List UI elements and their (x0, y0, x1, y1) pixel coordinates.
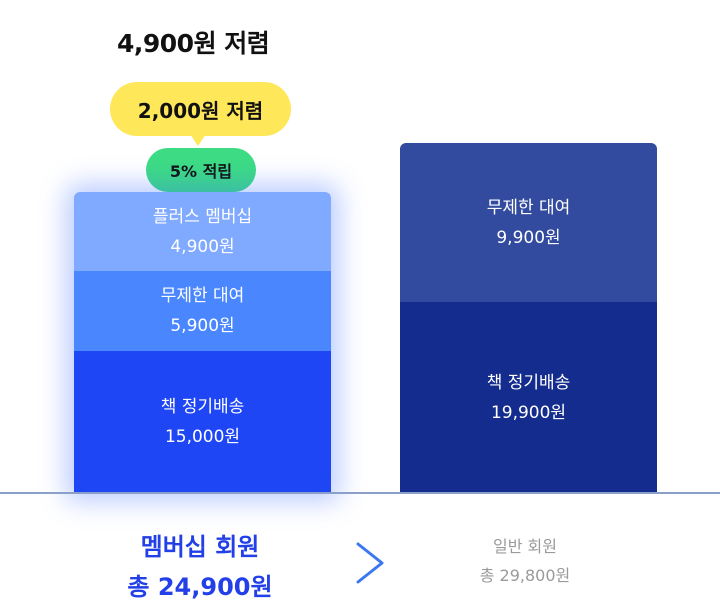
total-savings-label: 4,900원 저렴 (117, 29, 270, 58)
regular-unlimited-rental-name: 무제한 대여 (486, 197, 571, 218)
points-bubble: 5% 적립 (146, 148, 256, 192)
regular-unlimited-rental-value: 9,900원 (496, 227, 561, 248)
regular-total-label: 일반 회원 총 29,800원 (425, 532, 625, 590)
regular-book-delivery-value: 19,900원 (490, 402, 567, 423)
member-bar-segment-plus-membership: 플러스 멤버십 4,900원 (74, 192, 331, 271)
regular-total-value: 총 29,800원 (479, 566, 571, 585)
discount-bubble-text: 2,000원 저렴 (137, 98, 264, 123)
member-category-name: 멤버십 회원 (140, 533, 260, 561)
chevron-right-icon (352, 540, 388, 590)
member-bar-segment-unlimited-rental: 무제한 대여 5,900원 (74, 271, 331, 351)
chart-baseline (0, 492, 720, 494)
member-plus-membership-value: 4,900원 (170, 236, 235, 257)
regular-bar-stack: 무제한 대여 9,900원 책 정기배송 19,900원 (400, 143, 657, 493)
discount-bubble: 2,000원 저렴 (110, 82, 291, 136)
member-total-label: 멤버십 회원 총 24,900원 (80, 527, 320, 607)
member-book-delivery-name: 책 정기배송 (160, 397, 245, 417)
regular-category-name: 일반 회원 (493, 537, 557, 556)
regular-bar-segment-unlimited-rental: 무제한 대여 9,900원 (400, 143, 657, 302)
member-bar-segment-book-delivery: 책 정기배송 15,000원 (74, 351, 331, 493)
member-book-delivery-value: 15,000원 (164, 427, 241, 447)
points-bubble-text: 5% 적립 (169, 162, 233, 181)
member-bar-stack: 플러스 멤버십 4,900원 무제한 대여 5,900원 책 정기배송 15,0… (74, 192, 331, 493)
member-unlimited-rental-name: 무제한 대여 (160, 286, 245, 306)
member-plus-membership-name: 플러스 멤버십 (152, 206, 253, 227)
discount-bubble-tail (190, 134, 206, 146)
member-total-value: 총 24,900원 (127, 573, 273, 601)
regular-book-delivery-name: 책 정기배송 (486, 372, 571, 393)
regular-bar-segment-book-delivery: 책 정기배송 19,900원 (400, 302, 657, 493)
member-unlimited-rental-value: 5,900원 (170, 316, 235, 336)
